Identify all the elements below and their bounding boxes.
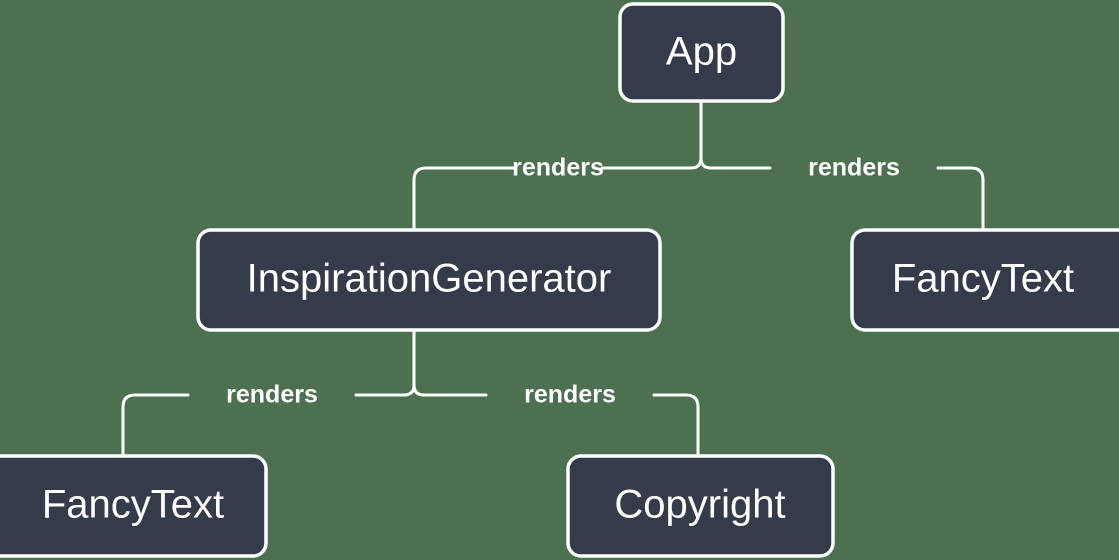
connector-inspiration-generator-to-copyright <box>412 383 700 458</box>
node-fancytext-bottom-label: FancyText <box>42 483 224 527</box>
edge-label-app-to-inspiration-generator: renders <box>512 154 604 182</box>
node-app-label: App <box>666 30 737 74</box>
connector-app-to-fancytext-right <box>699 156 985 232</box>
node-copyright-rect[interactable] <box>566 454 835 558</box>
edge-label-inspiration-generator-to-copyright: renders <box>524 381 616 409</box>
node-fancytext-bottom-rect[interactable] <box>0 454 268 558</box>
node-copyright[interactable]: Copyright <box>566 454 835 558</box>
node-fancytext-right-label: FancyText <box>892 257 1074 301</box>
edge-label-inspiration-generator-to-fancytext-bottom: renders <box>226 381 318 409</box>
connector-group <box>121 99 985 458</box>
node-inspiration-generator-label: InspirationGenerator <box>247 257 612 301</box>
edge-label-group: renders renders renders renders <box>226 154 900 409</box>
node-fancytext-right-rect[interactable] <box>850 228 1119 332</box>
node-app[interactable]: App <box>618 2 785 103</box>
node-fancytext-bottom[interactable]: FancyText <box>0 454 268 558</box>
node-inspiration-generator[interactable]: InspirationGenerator <box>196 228 662 332</box>
node-fancytext-right[interactable]: FancyText <box>850 228 1119 332</box>
node-inspiration-generator-rect[interactable] <box>196 228 662 332</box>
node-copyright-label: Copyright <box>614 483 785 527</box>
edge-label-app-to-fancytext-right: renders <box>808 154 900 182</box>
node-app-rect[interactable] <box>618 2 785 103</box>
